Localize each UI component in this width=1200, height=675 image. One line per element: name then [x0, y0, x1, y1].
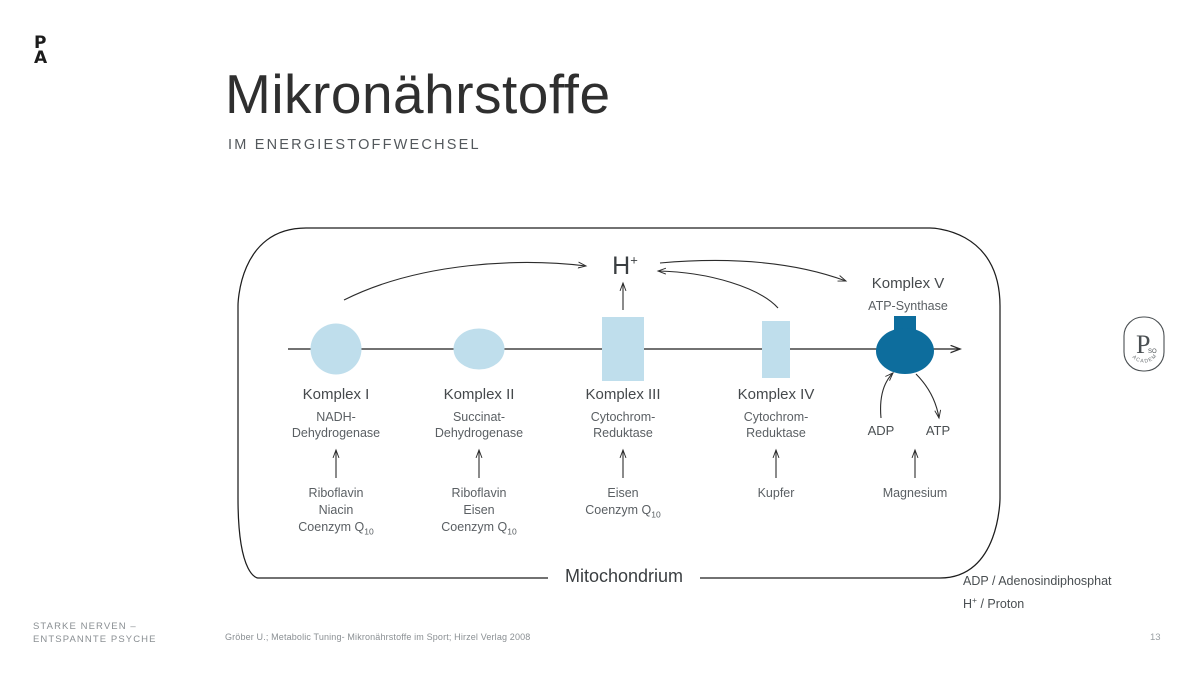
nutrient-item: Coenzym Q10: [585, 503, 661, 520]
complex-2-subtitle: Succinat- Dehydrogenase: [399, 409, 559, 441]
complex-5-title: Komplex V: [871, 275, 945, 292]
proton-arrow-complex4: [658, 271, 779, 309]
page-title: Mikronährstoffe: [225, 63, 611, 125]
complex-5-subtitle: ATP-Synthase: [868, 299, 948, 313]
complex-2-shape: [453, 328, 505, 370]
complex-3-title: Komplex III: [585, 386, 661, 403]
proton-label: H+: [600, 252, 650, 281]
complex-4-sub-line-1: Cytochrom-: [743, 410, 809, 424]
nutrient-item: Eisen: [463, 503, 495, 517]
nutrient-item: Niacin: [318, 503, 354, 517]
complex-4-nutrients: Kupfer: [696, 485, 856, 502]
complex-5-shape: [876, 316, 934, 374]
proton-arrow-complex5: [659, 259, 846, 282]
badge-letter: P: [1136, 330, 1150, 359]
adp-arrow: [880, 373, 893, 419]
brand-logo-line-2: A: [34, 48, 48, 68]
nutrient-item: Coenzym Q10: [298, 520, 374, 537]
complex-1-sub-line-1: NADH-: [316, 410, 356, 424]
proton-arrow-complex1: [343, 263, 586, 301]
academy-badge-logo: P SO ACADEMY: [1120, 311, 1166, 373]
nutrient-item: Riboflavin: [308, 486, 364, 500]
footer-tagline-line-1: STARKE NERVEN –: [33, 621, 137, 632]
complex-1-nutrients: Riboflavin Niacin Coenzym Q10: [256, 485, 416, 541]
page-subtitle: IM ENERGIESTOFFWECHSEL: [228, 137, 481, 153]
complex-5-nutrients: Magnesium: [835, 485, 995, 502]
adp-label: ADP: [867, 423, 895, 438]
legend-line-proton: H+ / Proton: [963, 595, 1025, 612]
mitochondrion-outline: [237, 227, 1001, 579]
complex-1-sub-line-2: Dehydrogenase: [291, 426, 381, 440]
complex-4-sub-line-2: Reduktase: [746, 426, 806, 440]
legend-line-adp: ADP / Adenosindiphosphat: [963, 574, 1112, 588]
complex-4-title: Komplex IV: [737, 386, 815, 403]
footer-source-citation: Gröber U.; Metabolic Tuning- Mikronährst…: [225, 632, 531, 642]
complex-2-sub-line-2: Dehydrogenase: [434, 426, 524, 440]
footer-tagline-line-2: ENTSPANNTE PSYCHE: [33, 634, 157, 645]
footer-tagline: STARKE NERVEN – ENTSPANNTE PSYCHE: [33, 620, 157, 646]
complex-4-shape: [762, 321, 790, 378]
brand-logo-line-1: P: [34, 33, 47, 53]
complex-2-title: Komplex II: [443, 386, 515, 403]
complex-2-sub-line-1: Succinat-: [452, 410, 506, 424]
brand-logo: P A: [34, 33, 48, 68]
complex-2-nutrients: Riboflavin Eisen Coenzym Q10: [399, 485, 559, 541]
nutrient-item: Riboflavin: [451, 486, 507, 500]
complex-3-sub-line-1: Cytochrom-: [590, 410, 656, 424]
abbreviation-legend: ADP / Adenosindiphosphat H+ / Proton: [963, 572, 1112, 614]
mitochondrium-label: Mitochondrium: [548, 566, 700, 587]
nutrient-arrows: [336, 450, 915, 478]
page-number: 13: [1150, 632, 1161, 643]
badge-small: SO: [1148, 349, 1157, 355]
nutrient-item: Magnesium: [882, 486, 948, 500]
complex-1-subtitle: NADH- Dehydrogenase: [256, 409, 416, 441]
atp-label: ATP: [925, 423, 951, 438]
complex-1-title: Komplex I: [302, 386, 370, 403]
complex-4-subtitle: Cytochrom- Reduktase: [696, 409, 856, 441]
complex-3-shape: [602, 317, 644, 381]
complex-3-sub-line-2: Reduktase: [593, 426, 653, 440]
proton-symbol: H: [612, 252, 631, 280]
complex-3-subtitle: Cytochrom- Reduktase: [543, 409, 703, 441]
complex-3-nutrients: Eisen Coenzym Q10: [543, 485, 703, 524]
nutrient-item: Eisen: [607, 486, 639, 500]
atp-arrow: [915, 373, 939, 418]
nutrient-item: Coenzym Q10: [441, 520, 517, 537]
nutrient-item: Kupfer: [757, 486, 795, 500]
complex-1-shape: [310, 323, 362, 375]
proton-charge: +: [630, 252, 638, 268]
